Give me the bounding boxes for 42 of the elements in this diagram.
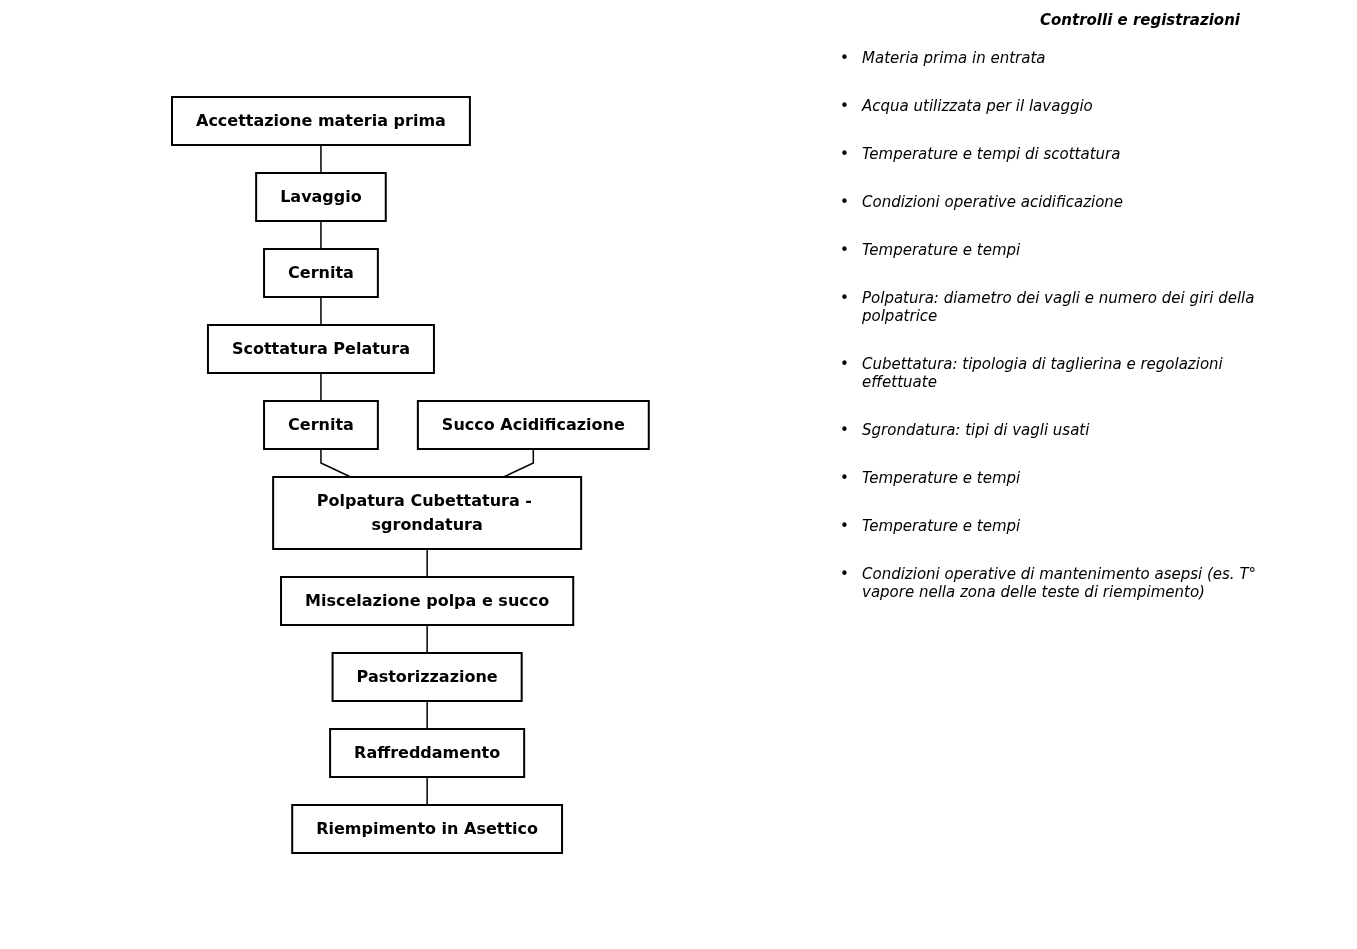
node-box: Miscelazione polpa e succo: [279, 575, 574, 626]
bullet-mark: •: [840, 469, 850, 487]
connector: [319, 371, 322, 402]
bullet-mark: •: [840, 421, 850, 439]
bullet-item: Cubettatura: tipologia di taglierina e regolazioni effettuate: [862, 355, 1224, 391]
node-box: Polpatura Cubettatura - sgrondatura: [271, 475, 582, 550]
node-box: Cernita: [262, 399, 379, 450]
connector: [426, 623, 428, 654]
connector: [426, 547, 428, 578]
bullet-mark: •: [840, 289, 850, 309]
bullet-mark: •: [840, 355, 850, 375]
bullet-item: Condizioni operative di mantenimento asepsi (es. T° vapore nella zona delle teste di riempimento): [862, 565, 1258, 601]
node-box: Riempimento in Asettico: [290, 803, 563, 854]
bullet-mark: •: [840, 565, 850, 585]
bullet-mark: •: [840, 517, 850, 535]
node-box: Scottatura Pelatura: [206, 323, 435, 374]
bullet-item: Temperature e tempi di scottatura: [862, 145, 1122, 163]
bullet-item: Temperature e tempi: [862, 469, 1022, 487]
connector: [319, 219, 322, 250]
bullet-item: Temperature e tempi: [862, 517, 1022, 535]
node-box: Raffreddamento: [328, 727, 525, 778]
node-box: Succo Acidificazione: [416, 399, 650, 450]
column-heading: Controlli e registrazioni: [1040, 11, 1240, 29]
bullet-item: Polpatura: diametro dei vagli e numero dei giri della polpatrice: [862, 289, 1256, 325]
connector: [319, 295, 322, 326]
bullet-mark: •: [840, 145, 850, 163]
bullet-mark: •: [840, 49, 850, 67]
bullet-mark: •: [840, 241, 850, 259]
bullet-item: Acqua utilizzata per il lavaggio: [862, 97, 1094, 115]
connector: [319, 143, 322, 174]
bullet-item: Sgrondatura: tipi di vagli usati: [862, 421, 1091, 439]
bullet-item: Temperature e tempi: [862, 241, 1022, 259]
bullet-item: Condizioni operative acidificazione: [862, 193, 1125, 211]
node-box: Lavaggio: [254, 171, 387, 222]
bullet-item: Materia prima in entrata: [862, 49, 1047, 67]
node-box: Accettazione materia prima: [170, 95, 471, 146]
connector: [426, 775, 428, 806]
bullet-mark: •: [840, 97, 850, 115]
node-box: Cernita: [262, 247, 379, 298]
bullet-mark: •: [840, 193, 850, 211]
connector: [426, 699, 428, 730]
node-box: Pastorizzazione: [331, 651, 523, 702]
